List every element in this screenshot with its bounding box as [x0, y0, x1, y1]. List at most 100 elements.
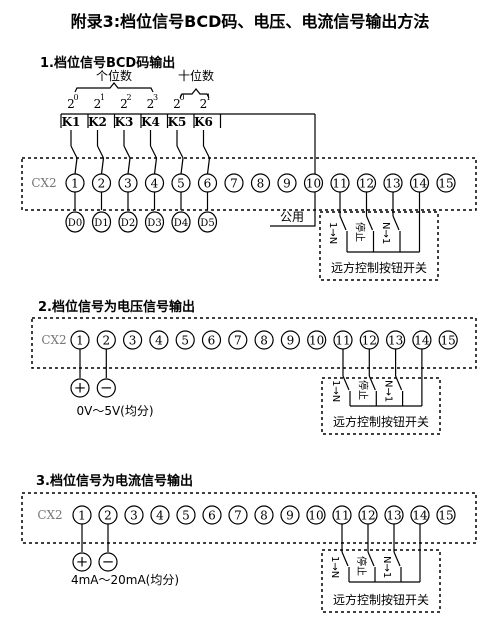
- switch-blade-K5: [176, 145, 184, 159]
- remote2-blade-1: [368, 375, 376, 391]
- weight-0: 2: [67, 97, 75, 111]
- section-title-bcd: 1.档位信号BCD码输出: [40, 56, 176, 71]
- weight-exp-4: 0: [179, 93, 184, 102]
- terminal-3-label: 3: [124, 177, 132, 191]
- terminal2-5-label: 5: [181, 334, 189, 348]
- weight-exp-0: 0: [73, 93, 78, 102]
- output-D0: [65, 211, 85, 233]
- terminal3-10: [306, 505, 326, 525]
- terminal2-6-label: 6: [208, 334, 216, 348]
- switch-label-K6: K6: [194, 115, 213, 129]
- remote3-button-0: 1→N: [329, 556, 340, 578]
- terminal-10: [303, 173, 324, 193]
- switch-blade-K1: [70, 145, 78, 159]
- terminal-15: [436, 173, 456, 193]
- current-plus-terminal-label: +: [76, 553, 89, 571]
- switch-lead-K2: [100, 157, 105, 175]
- terminal-4-label: 4: [151, 177, 159, 191]
- terminal2-7-label: 7: [234, 334, 242, 348]
- terminal3-5: [176, 505, 196, 525]
- terminal3-3-label: 3: [130, 509, 138, 523]
- terminal2-9: [280, 330, 300, 350]
- switch-label-K1: K1: [62, 115, 81, 129]
- units-label: 个位数: [96, 68, 132, 83]
- remote2-button-0: 1→N: [330, 380, 341, 402]
- terminal2-9-label: 9: [287, 334, 295, 348]
- terminal-10-label: 10: [306, 177, 321, 191]
- remote2-button-1: 停止: [356, 380, 369, 400]
- output-D3: [144, 211, 165, 233]
- current-range: 4mA～20mA(均分): [71, 573, 179, 587]
- weight-exp-3: 3: [153, 93, 158, 102]
- terminal3-9: [280, 505, 300, 525]
- terminal-2-label: 2: [98, 177, 106, 191]
- switch-lead-K4: [153, 157, 158, 175]
- terminal-strip-box: [21, 157, 477, 211]
- weight-1: 2: [94, 97, 102, 111]
- terminal-9-label: 9: [283, 177, 291, 191]
- switch-blade-K3: [123, 145, 131, 159]
- terminal3-11-label: 11: [334, 509, 349, 523]
- output-D5: [197, 211, 218, 233]
- terminal-7: [224, 173, 244, 193]
- terminal-14-label: 14: [412, 177, 428, 191]
- terminal3-10-label: 10: [308, 509, 323, 523]
- terminal3-4-label: 4: [156, 509, 164, 523]
- remote1-blade-0: [339, 215, 347, 231]
- common-wire: [270, 192, 316, 227]
- weight-3: 2: [147, 97, 155, 111]
- remote2-blade-2: [395, 375, 403, 391]
- weight-5: 2: [200, 97, 208, 111]
- terminal3-5-label: 5: [182, 509, 190, 523]
- switch-blade-K6: [202, 145, 211, 159]
- remote1-box: [319, 211, 439, 281]
- section-title-voltage: 2.档位信号为电压信号输出: [38, 300, 195, 315]
- terminal2-15: [438, 330, 458, 350]
- terminal2-4-label: 4: [155, 334, 163, 348]
- terminal-1-label: 1: [71, 177, 79, 191]
- switch-label-K4: K4: [141, 115, 160, 129]
- brace-units: [74, 82, 154, 93]
- tens-label: 十位数: [178, 68, 214, 83]
- brace-tens: [179, 88, 210, 99]
- remote3-button-2: N→1: [381, 556, 392, 578]
- terminal3-8: [254, 505, 274, 525]
- voltage-plus-terminal: [70, 378, 90, 398]
- output-D2: [118, 211, 138, 233]
- remote2-box: [321, 377, 441, 435]
- terminal-13-label: 13: [385, 177, 400, 191]
- remote1-button-1: 停止: [354, 222, 367, 242]
- terminal2-7: [228, 330, 248, 350]
- connector-label: CX2: [31, 176, 56, 190]
- remote1-button-2: N→1: [380, 222, 391, 244]
- remote1-label: 远方控制按钮开关: [331, 260, 427, 275]
- weight-exp-1: 1: [100, 93, 105, 102]
- common-label: 公用: [280, 210, 304, 224]
- remote1-blade-1: [365, 215, 374, 231]
- terminal-11-label: 11: [332, 177, 347, 191]
- terminal-5-label: 5: [177, 177, 185, 191]
- connector-label-2: CX2: [41, 333, 66, 347]
- voltage-minus-terminal-label: −: [100, 379, 113, 397]
- remote2-blade-0: [342, 375, 350, 391]
- output-label-D3: D3: [147, 218, 161, 229]
- page-title: 附录3:档位信号BCD码、电压、电流信号输出方法: [70, 12, 430, 31]
- remote3-button-1: 停止: [355, 556, 368, 576]
- voltage-plus-terminal-label: +: [74, 379, 87, 397]
- terminal2-4: [149, 330, 169, 350]
- terminal2-13-label: 13: [388, 334, 403, 348]
- terminal-15-label: 15: [438, 177, 453, 191]
- terminal2-3: [123, 330, 143, 350]
- switch-label-K5: K5: [168, 115, 187, 129]
- output-label-D2: D2: [121, 218, 135, 229]
- terminal2-6: [201, 330, 222, 350]
- terminal3-15: [436, 505, 456, 525]
- terminal-6-label: 6: [204, 177, 212, 191]
- remote3-blade-0: [341, 551, 349, 567]
- terminal2-10-label: 10: [309, 334, 324, 348]
- terminal3-2-label: 2: [104, 509, 112, 523]
- terminal-12-label: 12: [359, 177, 374, 191]
- remote3-blade-2: [393, 551, 401, 567]
- terminal2-11-label: 11: [335, 334, 350, 348]
